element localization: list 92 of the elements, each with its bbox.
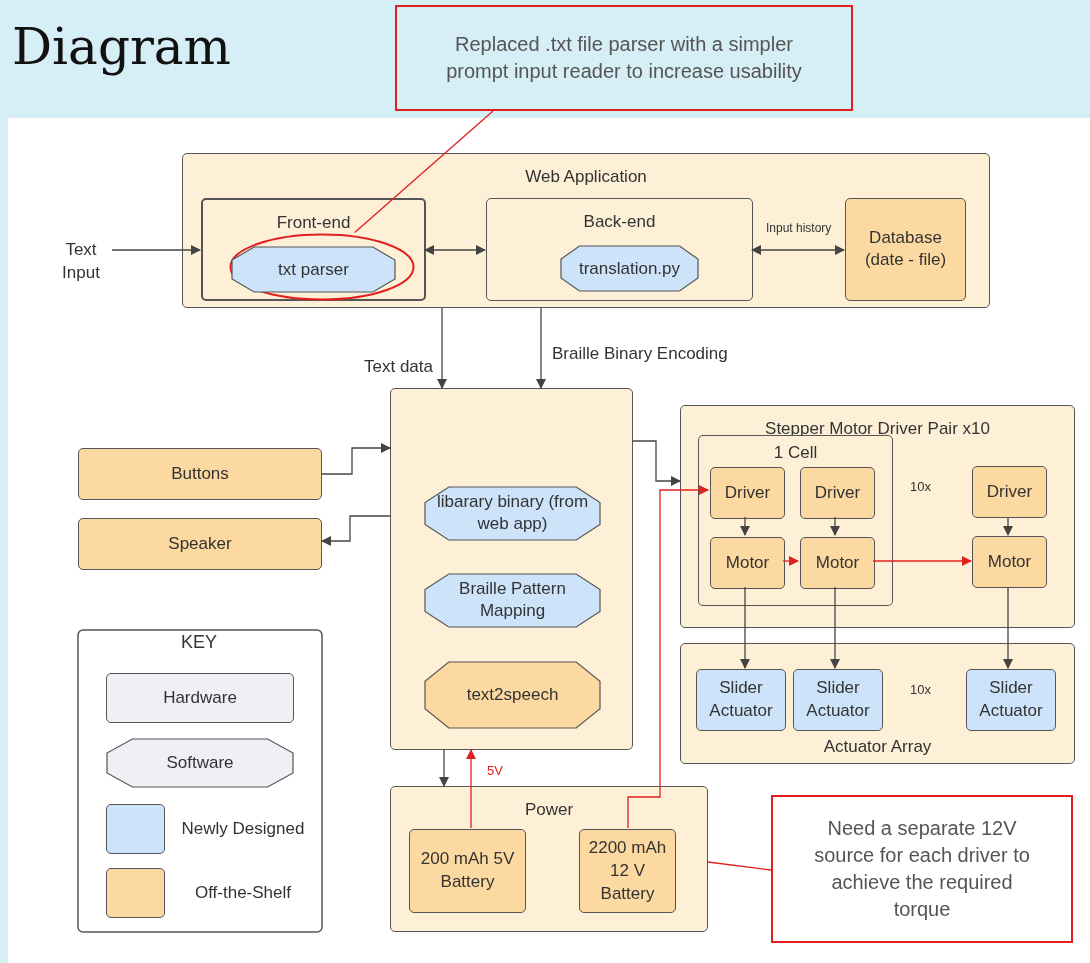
node-label: Slider Actuator (805, 677, 871, 722)
hardware-box (972, 466, 1047, 518)
arrow (536, 307, 546, 389)
arrow (424, 245, 486, 255)
container-box (201, 198, 426, 301)
page-title: Diagram (12, 18, 232, 76)
arrow (466, 749, 476, 829)
highlight-ellipse (229, 233, 415, 301)
node-label: text2speech (465, 683, 560, 706)
container-box (390, 388, 633, 750)
arrow (830, 586, 840, 669)
container-box (182, 153, 990, 308)
arrow (437, 307, 447, 389)
container-box (390, 786, 708, 932)
node-label: Buttons (170, 462, 230, 485)
hardware-box (696, 669, 786, 731)
hardware-box (579, 829, 676, 913)
node-label: Database (date - file) (863, 226, 948, 272)
hardware-box (409, 829, 526, 913)
node-label: Motor (986, 550, 1033, 573)
legend-label: Newly Designed (180, 817, 306, 840)
software-hexagon (424, 661, 601, 729)
software-hexagon (231, 246, 396, 293)
hardware-box (710, 537, 785, 589)
arrow (830, 516, 840, 536)
node-label: txt parser (277, 258, 350, 281)
heading: Web Application (524, 166, 648, 188)
hardware-box (78, 448, 322, 500)
legend-label: Off-the-Shelf (193, 881, 293, 904)
arrow (1003, 516, 1013, 536)
arrow (782, 556, 799, 566)
input-label: Text Input (50, 238, 112, 286)
arrow (751, 245, 845, 255)
node-label: Motor (724, 551, 771, 574)
arrow (632, 440, 681, 486)
edge-label: Braille Binary Encoding (552, 344, 728, 364)
node-label: Slider Actuator (708, 677, 774, 722)
software-hexagon (424, 486, 601, 541)
arrow (740, 516, 750, 536)
hardware-box (710, 467, 785, 519)
hardware-box (966, 669, 1056, 731)
heading: Power (523, 799, 575, 821)
arrow (321, 443, 391, 475)
hardware-box (800, 537, 875, 589)
node-label: libarary binary (from web app) (435, 490, 590, 536)
repeat-label: 10x (910, 682, 931, 697)
hardware-box (972, 536, 1047, 588)
node-label: translation.py (577, 257, 682, 280)
node-label: Driver (723, 481, 772, 504)
node-label: Driver (813, 481, 862, 504)
node-label: Replaced .txt file parser with a simpler prompt input reader to increase usability (445, 32, 803, 84)
arrow (627, 485, 709, 829)
node-label: Driver (985, 480, 1034, 503)
node-label: 2200 mAh 12 V Battery (587, 836, 668, 905)
container-box (486, 198, 753, 301)
software-hexagon (424, 573, 601, 628)
arrow (1003, 586, 1013, 669)
arrow (111, 245, 201, 255)
hardware-box (800, 467, 875, 519)
edge-label: Text data (364, 357, 433, 377)
callout-box (771, 795, 1073, 943)
legend-label: Software (165, 751, 235, 774)
arrow (321, 515, 391, 546)
node-label: Speaker (167, 532, 233, 555)
node-label: 200 mAh 5V Battery (419, 848, 516, 893)
arrow (740, 586, 750, 669)
container-box (680, 643, 1075, 764)
callout-box (395, 5, 853, 111)
legend-label: Hardware (162, 686, 238, 709)
software-hexagon (560, 245, 699, 292)
leader-line (707, 861, 772, 871)
arrow (439, 749, 449, 787)
hardware-box (793, 669, 883, 731)
container-box (680, 405, 1075, 628)
heading: Back-end (582, 211, 657, 233)
node-label: Motor (814, 551, 861, 574)
repeat-label: 10x (910, 479, 931, 494)
heading: Stepper Motor Driver Pair x10 (764, 418, 991, 440)
arrow (872, 556, 972, 566)
edge-label: Input history (766, 221, 832, 235)
heading: Front-end (275, 212, 352, 234)
node-label: Need a separate 12V source for each driver to achieve the required torque (813, 816, 1031, 922)
container-box (698, 435, 893, 606)
leader-line (354, 110, 494, 234)
heading: Actuator Array (822, 736, 933, 759)
node-label: Braille Pattern Mapping (458, 577, 567, 623)
edge-label: 5V (487, 763, 503, 778)
hardware-box (845, 198, 966, 301)
hardware-box (78, 518, 322, 570)
node-label: Slider Actuator (978, 677, 1044, 722)
key-heading: KEY (181, 632, 218, 653)
heading: 1 Cell (772, 442, 819, 464)
